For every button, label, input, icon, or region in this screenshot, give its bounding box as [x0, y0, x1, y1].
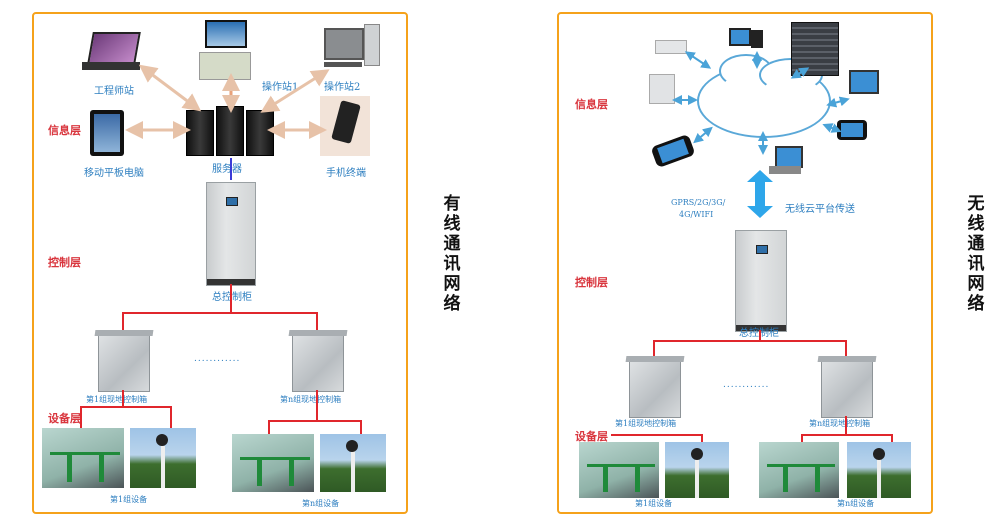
- wire-cabinet-down: [759, 330, 761, 342]
- title-char: 讯: [443, 254, 461, 274]
- wire-box1-down: [122, 390, 124, 406]
- ellipsis: ............: [194, 354, 241, 364]
- wire-cabinet-down: [230, 284, 232, 314]
- tablet-label: 移动平板电脑: [84, 168, 144, 179]
- field-control-box-1: [625, 356, 685, 418]
- wire-box1-cam: [170, 406, 172, 428]
- field-box-1-label: 第1组现地控制箱: [86, 395, 148, 404]
- title-char: 网: [967, 274, 985, 294]
- wire-to-box-1: [122, 312, 124, 332]
- wire-boxn-cam: [360, 420, 362, 434]
- wire-box1-bus: [80, 406, 172, 408]
- cloud-arrows: [672, 51, 850, 155]
- camera-pole-photo-1: [130, 428, 196, 488]
- laptop-icon: [769, 146, 803, 176]
- turnstile-gate-photo-1: [42, 428, 124, 488]
- title-char: 络: [967, 294, 985, 314]
- devices-n-label: 第n组设备: [302, 499, 340, 508]
- camera-pole-photo-n: [320, 434, 386, 492]
- wire-boxn-gate: [801, 434, 803, 442]
- device-layer-label: 设备层: [48, 412, 81, 425]
- operator-station-1-icon: [199, 20, 251, 80]
- wireless-network-panel: 信息层 GPRS/2G/3G/ 4G/WIFI 无线云平台传送: [557, 12, 933, 514]
- title-char: 有: [443, 194, 461, 214]
- wire-boxn-gate: [268, 420, 270, 434]
- turnstile-gate-photo-n: [232, 434, 314, 492]
- wire-control-bus: [653, 340, 847, 342]
- wired-network-title: 有 线 通 讯 网 络: [442, 194, 462, 314]
- wire-to-box-1: [653, 340, 655, 356]
- field-box-n-label: 第n组现地控制箱: [280, 395, 342, 404]
- wire-box1-gate: [80, 406, 82, 428]
- title-char: 线: [967, 214, 985, 234]
- title-char: 无: [967, 194, 985, 214]
- tablet-icon: [90, 110, 124, 156]
- wire-to-box-n: [316, 312, 318, 332]
- wire-boxn-bus: [801, 434, 893, 436]
- protocols-line-1: GPRS/2G/3G/: [671, 198, 726, 207]
- devices-1-label: 第1组设备: [110, 495, 148, 504]
- title-char: 通: [967, 234, 985, 254]
- protocols-line-2: 4G/WIFI: [679, 210, 714, 219]
- control-layer-label: 控制层: [575, 276, 608, 289]
- wire-boxn-down: [316, 390, 318, 420]
- desktop-icon: [729, 28, 769, 54]
- wired-network-panel: 工程师站 操作站1 操作站2 信息层 移动平板电脑 服务器 手机终端: [32, 12, 408, 514]
- wire-boxn-bus: [268, 420, 362, 422]
- turnstile-gate-photo-n: [759, 442, 839, 498]
- wireless-link-arrow: [747, 170, 773, 218]
- wire-box1-bus: [611, 434, 703, 436]
- operator-station-2-icon: [324, 24, 382, 72]
- monitor-icon: [849, 70, 879, 94]
- turnstile-gate-photo-1: [579, 442, 659, 498]
- main-cabinet-label: 总控制柜: [212, 292, 252, 303]
- title-char: 讯: [967, 254, 985, 274]
- info-layer-arrows: [125, 64, 330, 180]
- devices-n-label: 第n组设备: [837, 499, 875, 508]
- operator-station-2-label: 操作站2: [324, 82, 361, 93]
- main-control-cabinet: [735, 230, 787, 332]
- arrow-op2-server: [260, 69, 330, 113]
- field-control-box-1: [94, 330, 154, 392]
- control-layer-label: 控制层: [48, 256, 81, 269]
- title-char: 通: [443, 234, 461, 254]
- laptop-icon: [82, 32, 142, 72]
- wireless-network-title: 无 线 通 讯 网 络: [966, 194, 986, 314]
- engineer-station-label: 工程师站: [94, 86, 134, 97]
- camera-pole-photo-1: [665, 442, 729, 498]
- server-rack-icon: [791, 22, 839, 76]
- title-char: 络: [443, 294, 461, 314]
- mobile-label: 手机终端: [326, 168, 366, 179]
- field-box-1-label: 第1组现地控制箱: [615, 419, 677, 428]
- device-layer-label: 设备层: [575, 430, 608, 443]
- arrow-engineer-server: [138, 64, 202, 112]
- info-layer-label: 信息层: [575, 98, 608, 111]
- wire-box1-cam: [701, 434, 703, 442]
- wireless-cloud-transfer-label: 无线云平台传送: [785, 204, 855, 215]
- smartphone-icon-right: [837, 120, 867, 140]
- server-label: 服务器: [212, 164, 242, 175]
- field-control-box-n: [817, 356, 877, 418]
- main-control-cabinet: [206, 182, 256, 286]
- title-char: 网: [443, 274, 461, 294]
- camera-pole-photo-n: [847, 442, 911, 498]
- ellipsis: ............: [723, 380, 770, 390]
- wire-control-bus: [122, 312, 318, 314]
- router-icon: [655, 40, 687, 54]
- storage-icon: [649, 74, 675, 104]
- title-char: 线: [443, 214, 461, 234]
- wire-to-box-n: [845, 340, 847, 356]
- wire-boxn-down: [845, 416, 847, 436]
- devices-1-label: 第1组设备: [635, 499, 673, 508]
- field-control-box-n: [288, 330, 348, 392]
- info-layer-label: 信息层: [48, 124, 81, 137]
- wire-boxn-cam: [891, 434, 893, 442]
- field-box-n-label: 第n组现地控制箱: [809, 419, 871, 428]
